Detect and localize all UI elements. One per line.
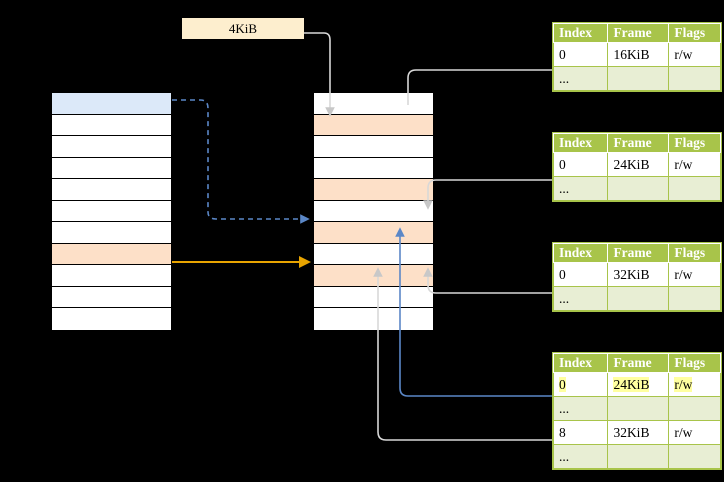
table-cell-frame <box>607 66 670 91</box>
column-header-flags: Flags <box>668 133 721 153</box>
physical-frame-row <box>314 93 433 115</box>
virtual-page-row <box>52 286 171 309</box>
wire-table2-to-physical <box>423 179 552 210</box>
physical-frame-row <box>314 308 433 330</box>
table-cell-flags: r/w <box>668 42 721 67</box>
table-row: 0 24KiB r/w <box>552 372 721 397</box>
virtual-page-row <box>52 308 171 330</box>
table-cell-frame <box>607 176 670 201</box>
physical-frame-row <box>314 157 433 180</box>
table-cell-frame: 32KiB <box>607 262 670 287</box>
virtual-page-row <box>52 222 171 244</box>
virtual-page-row <box>52 265 171 287</box>
virtual-page-row <box>52 136 171 158</box>
column-header-flags: Flags <box>668 243 721 263</box>
table-row: ... <box>552 176 721 201</box>
table-cell-index: ... <box>552 444 609 469</box>
table-cell-frame <box>607 286 670 311</box>
wire-table3-to-physical <box>423 267 552 294</box>
table-cell-frame <box>607 396 670 421</box>
table-cell-flags <box>668 66 721 91</box>
physical-frame-row <box>314 222 433 244</box>
table-cell-flags: r/w <box>668 152 721 177</box>
column-header-frame: Frame <box>607 23 670 43</box>
table-cell-frame: 16KiB <box>607 42 670 67</box>
table-cell-index: 0 <box>552 152 609 177</box>
table-cell-flags <box>668 444 721 469</box>
table-cell-flags: r/w <box>668 262 721 287</box>
virtual-page-row <box>52 114 171 137</box>
table-cell-flags <box>668 176 721 201</box>
column-header-index: Index <box>552 243 609 263</box>
table-cell-frame: 32KiB <box>607 420 670 445</box>
column-header-frame: Frame <box>607 243 670 263</box>
physical-frame-row <box>314 179 433 201</box>
column-header-frame: Frame <box>607 133 670 153</box>
table-cell-index: ... <box>552 176 609 201</box>
table-cell-index: ... <box>552 66 609 91</box>
column-header-index: Index <box>552 353 609 373</box>
table-cell-index: ... <box>552 396 609 421</box>
highlight-span: 24KiB <box>613 376 650 392</box>
physical-memory-column <box>313 92 434 331</box>
table-cell-flags: r/w <box>668 420 721 445</box>
table-cell-frame: 24KiB <box>607 372 670 397</box>
table-cell-index: ... <box>552 286 609 311</box>
physical-frame-row <box>314 286 433 309</box>
virtual-page-row <box>52 243 171 266</box>
highlight-span: 0 <box>559 376 566 392</box>
table-cell-flags: r/w <box>668 372 721 397</box>
table-cell-frame: 24KiB <box>607 152 670 177</box>
virtual-page-row <box>52 179 171 201</box>
physical-frame-row <box>314 136 433 158</box>
physical-frame-row <box>314 265 433 287</box>
table-cell-index: 0 <box>552 372 609 397</box>
table-cell-frame <box>607 444 670 469</box>
physical-frame-row <box>314 114 433 137</box>
physical-frame-row <box>314 243 433 266</box>
highlight-span: r/w <box>674 376 693 392</box>
table-cell-flags <box>668 286 721 311</box>
column-header-flags: Flags <box>668 353 721 373</box>
table-cell-index: 8 <box>552 420 609 445</box>
virtual-page-row <box>52 157 171 180</box>
page-size-label: 4KiB <box>182 18 304 39</box>
column-header-index: Index <box>552 133 609 153</box>
table-row: ... <box>552 66 721 91</box>
virtual-page-row <box>52 200 171 223</box>
table-row: ... <box>552 286 721 311</box>
virtual-page-row <box>52 93 171 115</box>
column-header-index: Index <box>552 23 609 43</box>
table-cell-index: 0 <box>552 262 609 287</box>
wire-virtual-blue-to-physical <box>172 99 310 224</box>
column-header-flags: Flags <box>668 23 721 43</box>
page-size-label-text: 4KiB <box>228 20 258 36</box>
table-row: ... <box>552 396 721 421</box>
table-cell-index: 0 <box>552 42 609 67</box>
table-cell-flags <box>668 396 721 421</box>
physical-frame-row <box>314 200 433 223</box>
table-row: ... <box>552 444 721 469</box>
virtual-address-space-column <box>51 92 172 331</box>
column-header-frame: Frame <box>607 353 670 373</box>
